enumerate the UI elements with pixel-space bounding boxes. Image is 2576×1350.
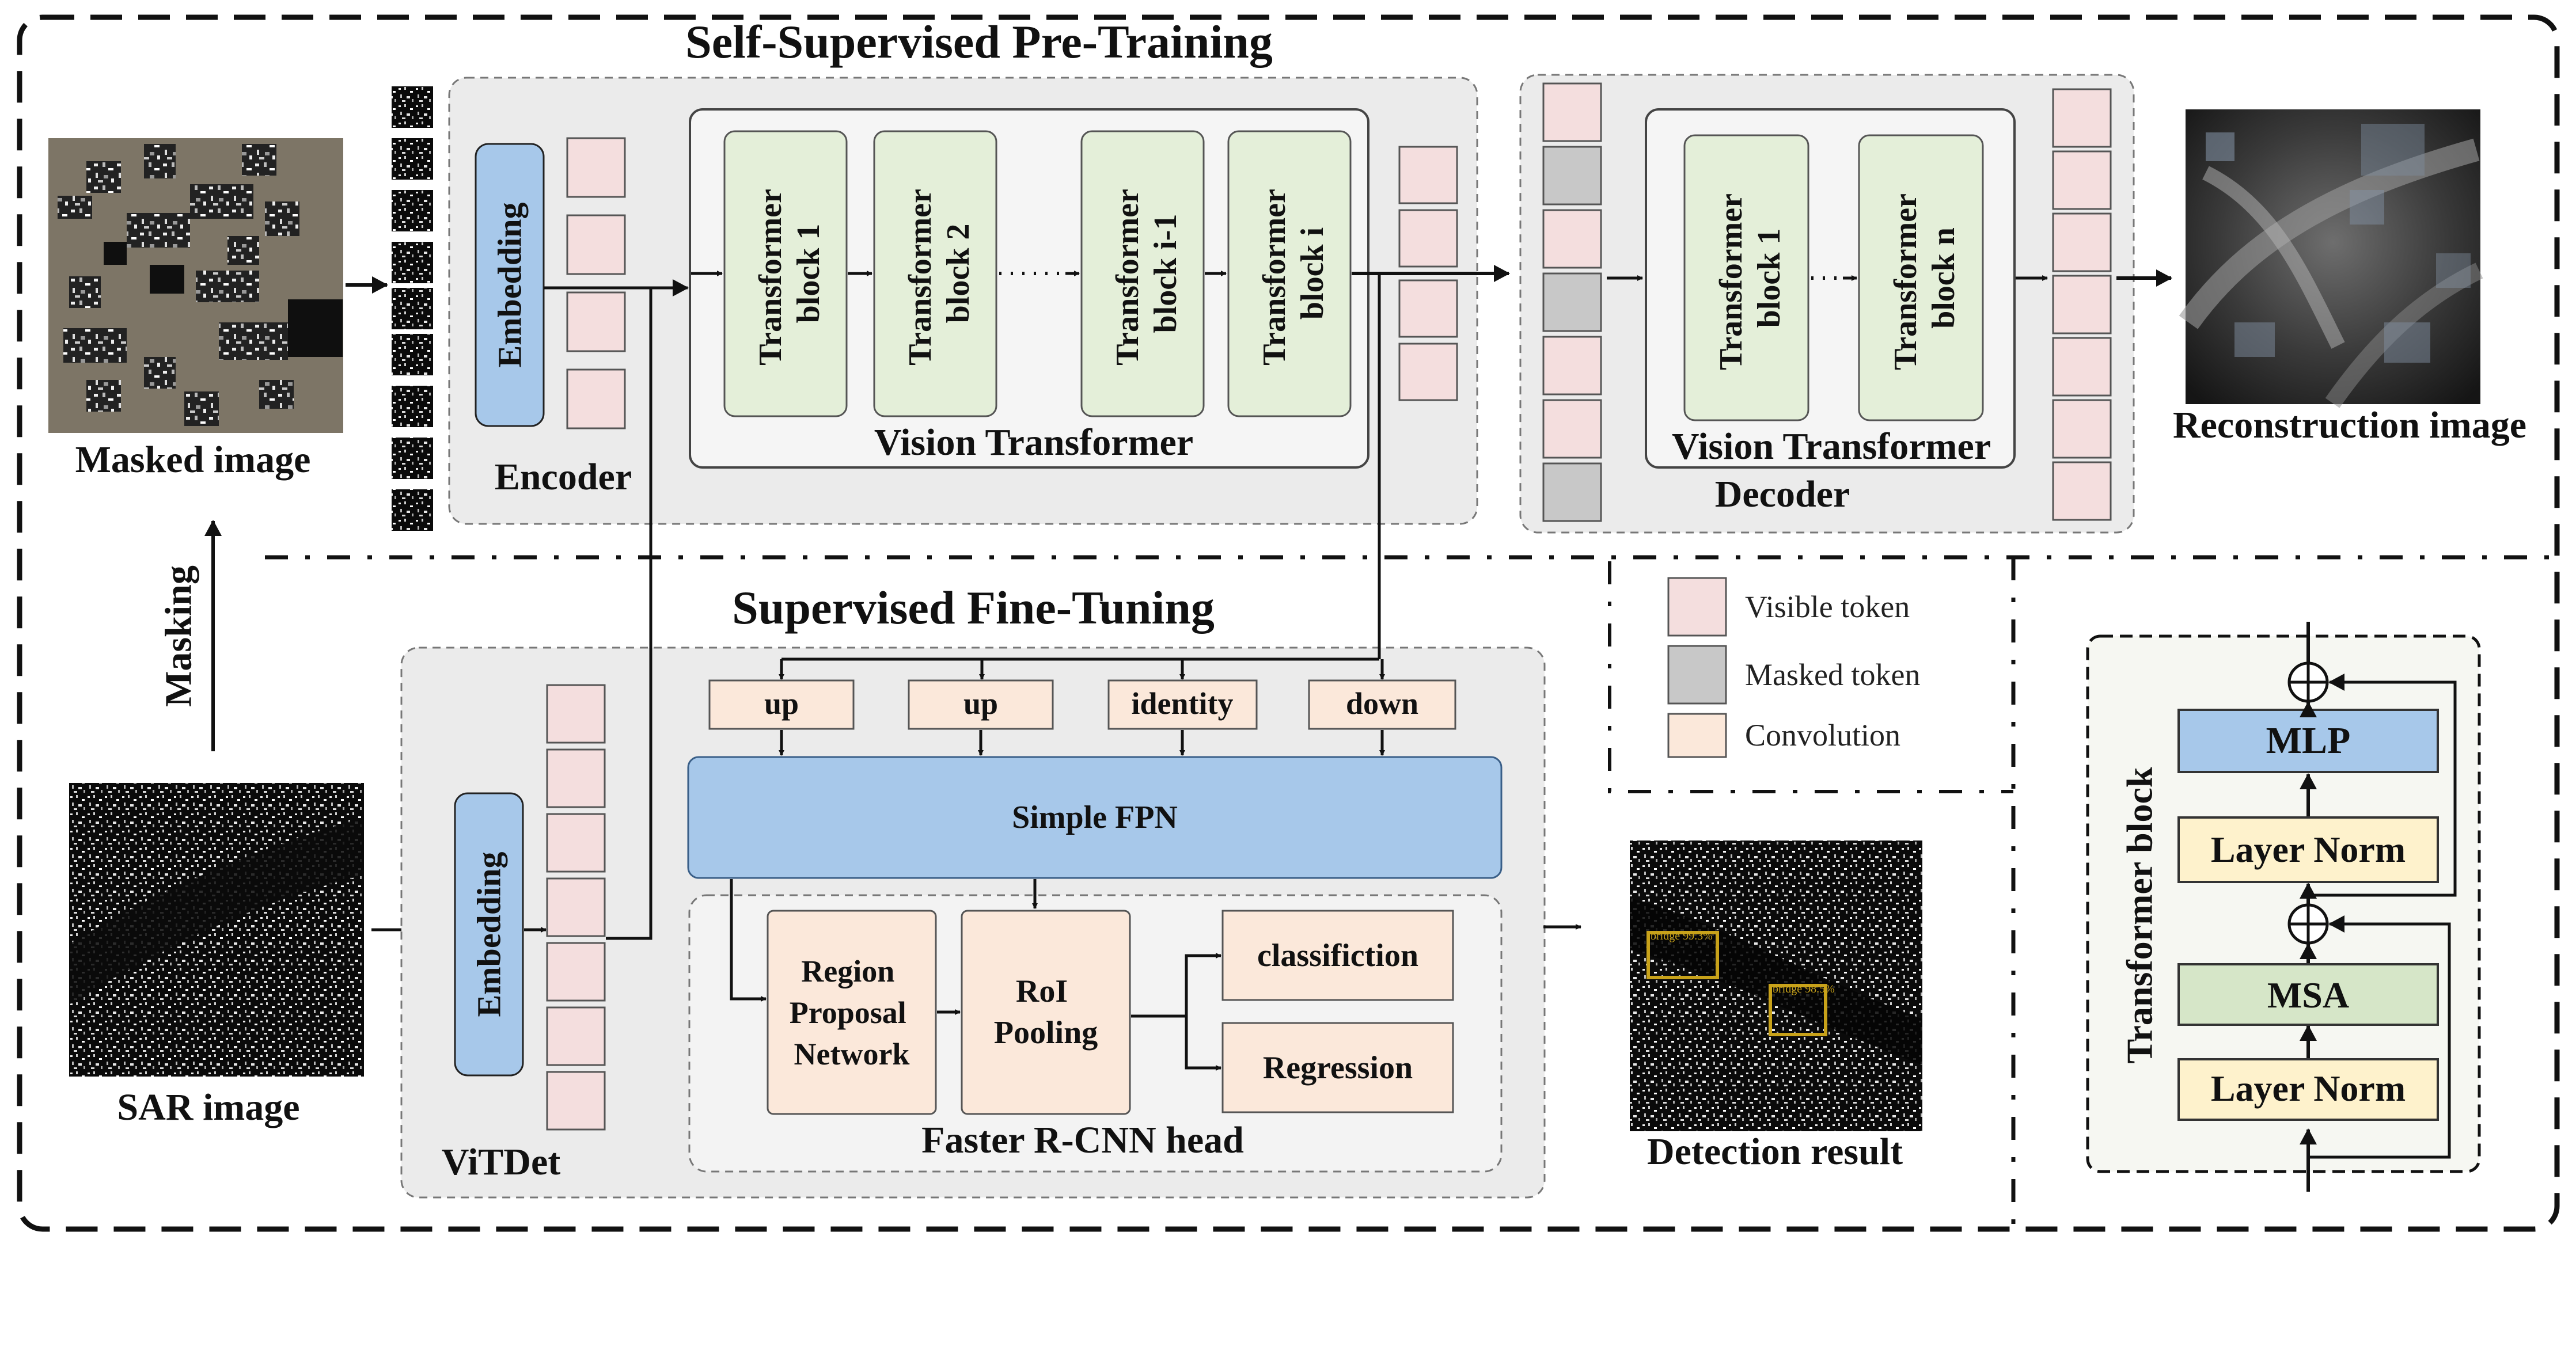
svg-text:classifiction: classifiction <box>1257 938 1418 973</box>
finetune-title: Supervised Fine-Tuning <box>732 581 1215 634</box>
masked-image <box>48 138 343 433</box>
tb-skip-2 <box>2308 674 2457 897</box>
detection-tag-1: bridge 99.3% <box>1651 930 1713 942</box>
rpn-box: Region Proposal Network <box>767 910 937 1115</box>
embedding-block-finetune <box>454 792 524 1077</box>
transformer-block-title: Transformer block <box>2119 767 2160 1063</box>
svg-text:Transformer block 1: Transformer block 1 <box>753 181 826 366</box>
sar-image <box>69 783 364 1077</box>
outer-frame <box>17 14 2560 1232</box>
masked-image-label: Masked image <box>75 439 311 481</box>
svg-text:identity: identity <box>1131 686 1233 721</box>
decoder-label: Decoder <box>1715 473 1850 515</box>
vitdet-tokens <box>546 684 606 1131</box>
encoder-output-tokens <box>1398 146 1458 401</box>
tb-layer-norm-top: Layer Norm <box>2177 816 2439 883</box>
embedding-label-finetune: Embedding <box>471 852 508 1017</box>
legend-item-visible: Visible token <box>1667 577 1910 637</box>
legend-item-masked: Masked token <box>1667 645 1920 705</box>
detection-image: bridge 99.3% bridge 98.5% <box>1630 841 1922 1131</box>
vit-encoder-label: Vision Transformer <box>874 421 1193 463</box>
regression-box: Regression <box>1221 1022 1454 1113</box>
conv-up-2: up <box>908 679 1054 730</box>
svg-text:Transformer block 2: Transformer block 2 <box>902 181 976 366</box>
tb-add-2 <box>2287 661 2329 703</box>
svg-text:up: up <box>764 686 799 721</box>
transformer-block-2: Transformer block 2 <box>873 130 997 417</box>
tb-add-1 <box>2287 903 2329 945</box>
decoder-block-1: Transformer block 1 <box>1683 134 1809 421</box>
conv-up-1: up <box>708 679 855 730</box>
svg-text:Layer Norm: Layer Norm <box>2211 1068 2406 1109</box>
legend-item-conv: Convolution <box>1667 713 1900 758</box>
svg-text:down: down <box>1346 686 1418 721</box>
detection-box-1 <box>1646 931 1719 979</box>
tb-skip-1 <box>2308 915 2451 1159</box>
legend-frame <box>1608 561 2013 793</box>
sar-image-label: SAR image <box>117 1086 299 1128</box>
svg-text:Layer Norm: Layer Norm <box>2211 829 2406 870</box>
svg-text:Transformer block n: Transformer block n <box>1888 186 1962 370</box>
arrow-roi-to-cls <box>1185 953 1221 1016</box>
svg-text:Regression: Regression <box>1263 1050 1413 1086</box>
tb-layer-norm-bottom: Layer Norm <box>2177 1058 2439 1121</box>
arrow-fpn-to-rpn <box>730 879 767 1002</box>
conv-down: down <box>1308 679 1456 730</box>
pretrain-title: Self-Supervised Pre-Training <box>685 16 1273 68</box>
svg-text:Visible token: Visible token <box>1745 590 1910 624</box>
svg-text:MSA: MSA <box>2267 975 2349 1016</box>
svg-text:MLP: MLP <box>2266 720 2351 762</box>
transformer-block-i-1: Transformer block i-1 <box>1080 130 1205 417</box>
reconstruction-image <box>2179 109 2483 408</box>
roi-pooling-box: RoI Pooling <box>961 910 1131 1115</box>
simple-fpn <box>687 756 1503 879</box>
line-tokens-to-encoder <box>606 288 652 940</box>
simple-fpn-label: Simple FPN <box>1012 800 1178 835</box>
svg-text:Region Proposal Ne: Region Proposal Network <box>790 954 915 1071</box>
conv-identity: identity <box>1107 679 1258 730</box>
arrow-roi-to-reg <box>1185 1016 1221 1071</box>
classification-box: classifiction <box>1221 910 1454 1001</box>
decoder-block-n: Transformer block n <box>1858 134 1984 421</box>
encoder-tokens <box>566 137 626 429</box>
vitdet-label: ViTDet <box>442 1141 561 1183</box>
embedding-block-pretrain <box>475 143 545 427</box>
svg-text:Masked token: Masked token <box>1745 657 1920 692</box>
vit-decoder-label: Vision Transformer <box>1672 425 1991 467</box>
svg-text:Transformer block 1: Transformer block 1 <box>1713 186 1787 370</box>
svg-text:Transformer block i-1: Transformer block i-1 <box>1110 181 1183 366</box>
encoder-label: Encoder <box>495 456 632 498</box>
detection-tag-2: bridge 98.5% <box>1773 983 1835 995</box>
transformer-block-i: Transformer block i <box>1227 130 1352 417</box>
masking-label: Masking <box>158 565 200 707</box>
patch-strip <box>392 86 433 531</box>
tb-mlp: MLP <box>2177 709 2439 773</box>
reconstruction-label: Reconstruction image <box>2173 404 2526 446</box>
decoder-output-tokens <box>2052 88 2112 521</box>
detection-box-2 <box>1769 984 1827 1036</box>
transformer-block-1: Transformer block 1 <box>723 130 848 417</box>
svg-text:up: up <box>963 686 998 721</box>
decoder-input-tokens <box>1542 82 1602 522</box>
embedding-label-pretrain: Embedding <box>491 203 529 368</box>
svg-text:RoI Pooling: RoI Pooling <box>994 973 1098 1051</box>
detection-label: Detection result <box>1647 1131 1903 1173</box>
faster-rcnn-head-label: Faster R-CNN head <box>921 1119 1244 1161</box>
svg-text:Transformer block i: Transformer block i <box>1257 181 1330 366</box>
tb-msa: MSA <box>2177 963 2439 1026</box>
svg-text:Convolution: Convolution <box>1745 718 1900 752</box>
